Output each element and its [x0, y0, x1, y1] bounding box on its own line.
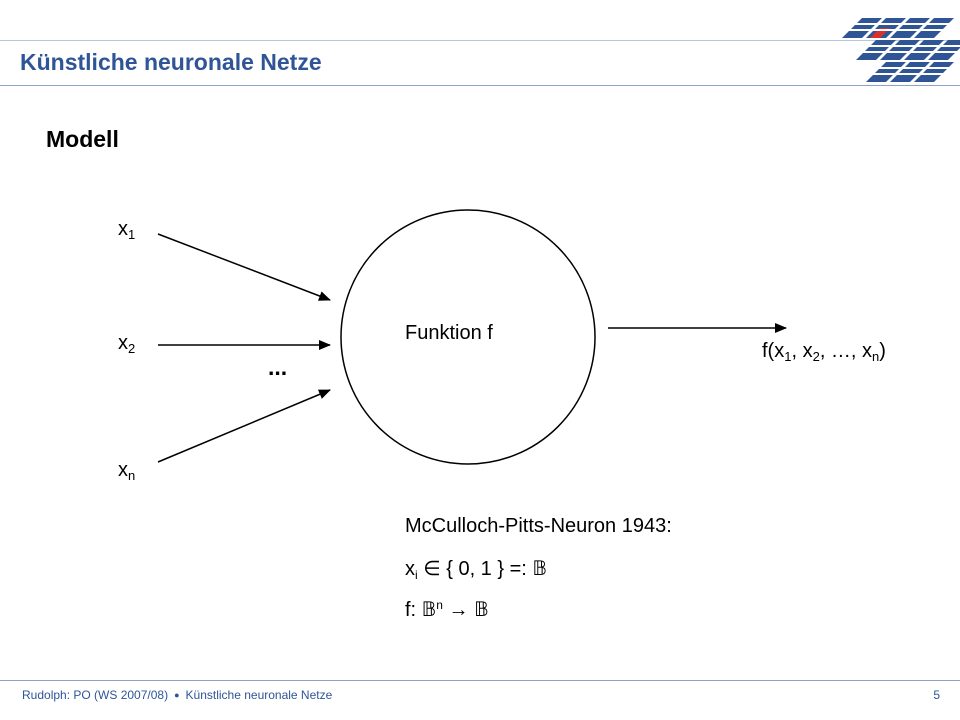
section-heading: Modell: [46, 126, 119, 152]
slide-title: Künstliche neuronale Netze: [20, 49, 322, 75]
mcp-title: McCulloch-Pitts-Neuron 1943:: [405, 515, 672, 537]
input-label-x1: x1: [118, 218, 135, 242]
input-ellipsis: ...: [268, 354, 288, 380]
neuron-circle: [340, 209, 596, 465]
output-comma-2: , …, x: [819, 340, 873, 362]
input-x1-base: x: [118, 218, 128, 240]
mcp-domain-sub: i: [415, 568, 418, 582]
input-x2-sub: 2: [128, 341, 136, 356]
page-number: 5: [933, 688, 940, 702]
mcp-function-pre: f: 𝔹: [405, 599, 437, 621]
input-xn-sub: n: [128, 468, 136, 483]
mcp-function-post: → 𝔹: [442, 599, 489, 621]
title-bar: [0, 40, 960, 86]
mcp-domain-base: x: [405, 558, 415, 580]
mcp-domain: xi ∈ { 0, 1 } =: 𝔹: [405, 556, 547, 582]
footer-left: Rudolph: PO (WS 2007/08) ● Künstliche neur…: [22, 688, 332, 702]
output-open: f(x: [762, 340, 785, 362]
input-label-x2: x2: [118, 332, 135, 356]
output-sub-1: 1: [784, 349, 792, 364]
output-sub-2: 2: [812, 349, 820, 364]
footer-bullet-icon: ●: [174, 690, 180, 700]
university-logo: [822, 18, 960, 82]
arrow-x1: [157, 233, 331, 301]
output-label: f(x1, x2, …, xn): [762, 340, 886, 364]
arrow-xn: [157, 389, 331, 463]
input-label-xn: xn: [118, 459, 135, 483]
footer-rule: [0, 680, 960, 681]
footer-topic: Künstliche neuronale Netze: [185, 688, 333, 702]
neuron-label: Funktion f: [405, 322, 493, 344]
input-x2-base: x: [118, 332, 128, 354]
input-xn-base: x: [118, 459, 128, 481]
footer-author: Rudolph: PO (WS 2007/08): [22, 688, 169, 702]
output-comma-1: , x: [791, 340, 813, 362]
output-sub-n: n: [872, 349, 880, 364]
input-x1-sub: 1: [128, 227, 136, 242]
mcp-function-sup: n: [436, 598, 443, 612]
output-close: ): [879, 340, 886, 362]
mcp-function: f: 𝔹n → 𝔹: [405, 597, 489, 622]
mcp-domain-rest: ∈ { 0, 1 } =: 𝔹: [417, 558, 548, 580]
